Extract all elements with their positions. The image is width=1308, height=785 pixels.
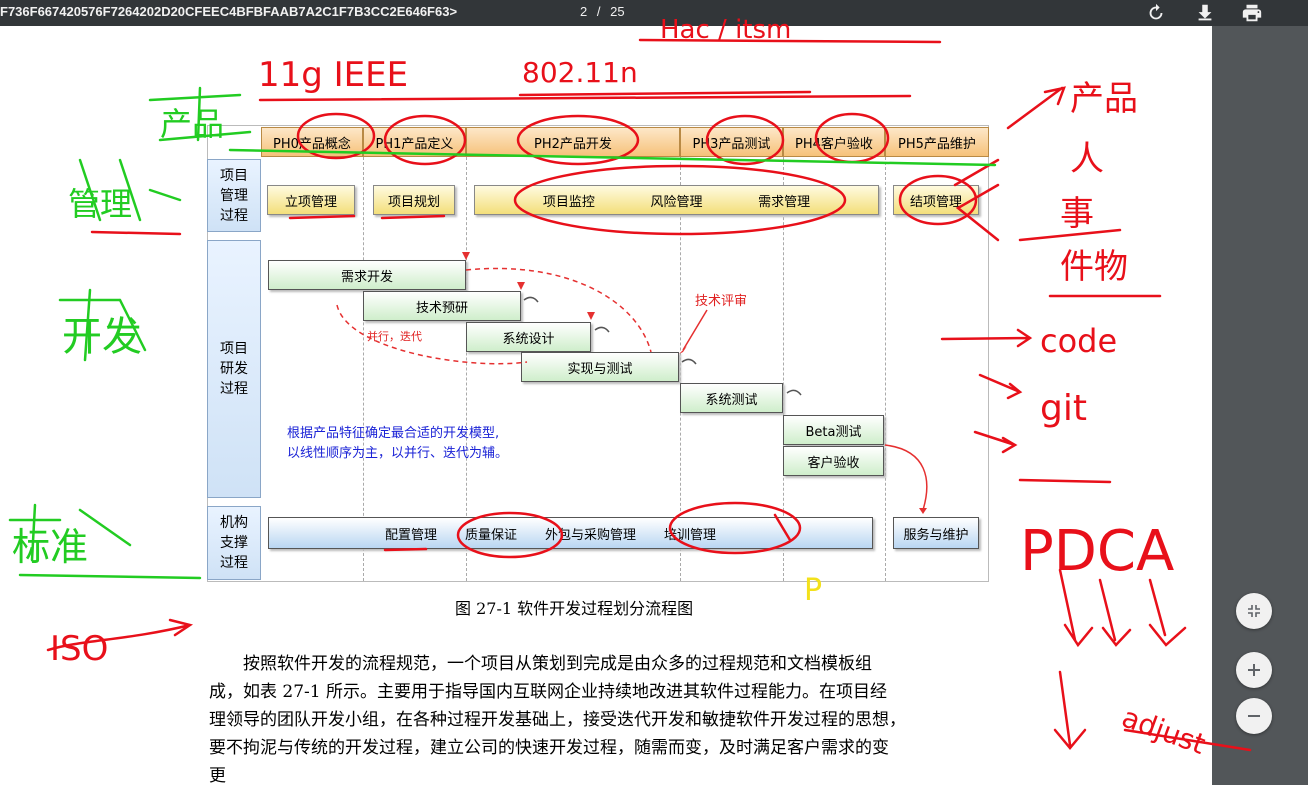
phase-divider: [363, 157, 364, 581]
ink-text-itsm: Hac / itsm: [660, 15, 791, 45]
box-requirement-development: 需求开发: [268, 260, 466, 290]
box-system-test: 系统测试: [680, 383, 783, 413]
box-beta-test: Beta测试: [783, 415, 884, 445]
ink-text-ieee: 11g IEEE: [258, 55, 408, 95]
box-config-management: 配置管理: [385, 527, 438, 543]
paragraph-line-1: 按照软件开发的流程规范，一个项目从策划到完成是由众多的过程规范和文档模板组: [243, 654, 872, 674]
note-line-1: 根据产品特征确定最合适的开发模型,: [287, 426, 500, 441]
fit-page-icon: [1248, 605, 1260, 617]
ink-text-iso: ISO: [50, 629, 108, 669]
page-total: 25: [610, 4, 625, 19]
row-label-management: 项目 管理 过程: [207, 159, 261, 232]
ink-text-matter: 事: [1060, 194, 1094, 234]
page-current[interactable]: 2: [580, 4, 588, 19]
row-label-support: 机构 支撑 过程: [207, 506, 261, 580]
box-tech-research: 技术预研: [363, 291, 521, 321]
ink-text-p: P: [804, 573, 822, 608]
tech-review-label: 技术评审: [695, 294, 748, 309]
box-project-planning: 项目规划: [373, 185, 455, 215]
figure-caption: 图 27-1 软件开发过程划分流程图: [455, 599, 694, 618]
box-outsourcing-management: 外包与采购管理: [545, 527, 637, 543]
box-service-maintenance: 服务与维护: [893, 517, 979, 549]
zoom-in-icon: [1248, 664, 1260, 676]
ink-text-person: 人: [1070, 139, 1104, 179]
page-separator: /: [596, 4, 601, 19]
ink-text-thing: 件物: [1060, 247, 1128, 287]
box-project-closure: 结项管理: [893, 185, 979, 215]
process-diagram: PH0产品概念 PH1产品定义 PH2产品开发 PH3产品测试 PH4客户验收 …: [207, 100, 989, 582]
zoom-in-button[interactable]: [1236, 652, 1272, 688]
phase-header-ph5: PH5产品维护: [885, 127, 989, 157]
ink-text-product: 产品: [160, 105, 224, 143]
paragraph-line-3: 理领导的团队开发小组，在各种过程开发基础上，接受迭代开发和敏捷软件开发过程的思想…: [209, 710, 906, 730]
download-icon[interactable]: [1194, 2, 1216, 24]
ink-text-management: 管理: [68, 185, 132, 223]
ink-text-code: code: [1040, 322, 1117, 360]
paragraph-line-2: 成，如表 27-1 所示。主要用于指导国内互联网企业持续地改进其软件过程能力。在…: [209, 682, 887, 702]
red-ink: [46, 38, 1252, 752]
note-line-2: 以线性顺序为主，以并行、迭代为辅。: [287, 446, 509, 461]
phase-header-ph4: PH4客户验收: [783, 127, 885, 157]
box-risk-management: 风险管理: [650, 194, 703, 210]
iteration-label: 并行，迭代: [367, 330, 422, 343]
document-title: F736F667420576F7264202D20CFEEC4BFBFAAB7A…: [0, 4, 458, 19]
phase-divider: [466, 157, 467, 581]
pdf-toolbar: F736F667420576F7264202D20CFEEC4BFBFAAB7A…: [0, 0, 1308, 26]
pdf-page: PH0产品概念 PH1产品定义 PH2产品开发 PH3产品测试 PH4客户验收 …: [0, 26, 1212, 785]
box-project-initiation: 立项管理: [267, 185, 355, 215]
print-icon[interactable]: [1241, 2, 1263, 24]
box-system-design: 系统设计: [466, 322, 591, 352]
ink-text-product-right: 产品: [1070, 79, 1138, 119]
phase-header-ph2: PH2产品开发: [466, 127, 680, 157]
rotate-icon[interactable]: [1145, 2, 1167, 24]
paragraph-line-5: 更: [209, 766, 226, 785]
ink-text-standard: 标准: [12, 525, 88, 569]
diagram-arrows: [336, 252, 928, 514]
phase-divider: [885, 157, 886, 581]
box-monitor-group: 项目监控 风险管理 需求管理: [474, 185, 879, 215]
row-label-development: 项目 研发 过程: [207, 240, 261, 498]
zoom-out-icon: [1248, 715, 1260, 717]
box-requirement-management: 需求管理: [758, 194, 811, 210]
zoom-out-button[interactable]: [1236, 698, 1272, 734]
box-customer-acceptance: 客户验收: [783, 446, 884, 476]
box-project-monitoring: 项目监控: [542, 194, 595, 210]
fit-page-button[interactable]: [1236, 593, 1272, 629]
box-quality-assurance: 质量保证: [465, 527, 518, 543]
page-indicator: 2 / 25: [580, 4, 625, 19]
box-support-group: 配置管理 质量保证 外包与采购管理 培训管理: [268, 517, 873, 549]
phase-divider: [783, 157, 784, 581]
box-implement-test: 实现与测试: [521, 352, 679, 382]
phase-header-ph3: PH3产品测试: [680, 127, 783, 157]
paragraph-line-4: 要不拘泥与传统的开发过程，建立公司的快速开发过程，随需而变，及时满足客户需求的变: [209, 738, 889, 758]
green-ink: [8, 86, 997, 580]
phase-divider: [680, 157, 681, 581]
ink-text-git: git: [1040, 388, 1087, 429]
ink-text-adjust: adjust: [1118, 701, 1210, 761]
ink-text-dev: 开发: [62, 314, 142, 360]
ink-text-pdca: PDCA: [1020, 519, 1174, 584]
ink-text-80211n: 802.11n: [522, 56, 638, 89]
